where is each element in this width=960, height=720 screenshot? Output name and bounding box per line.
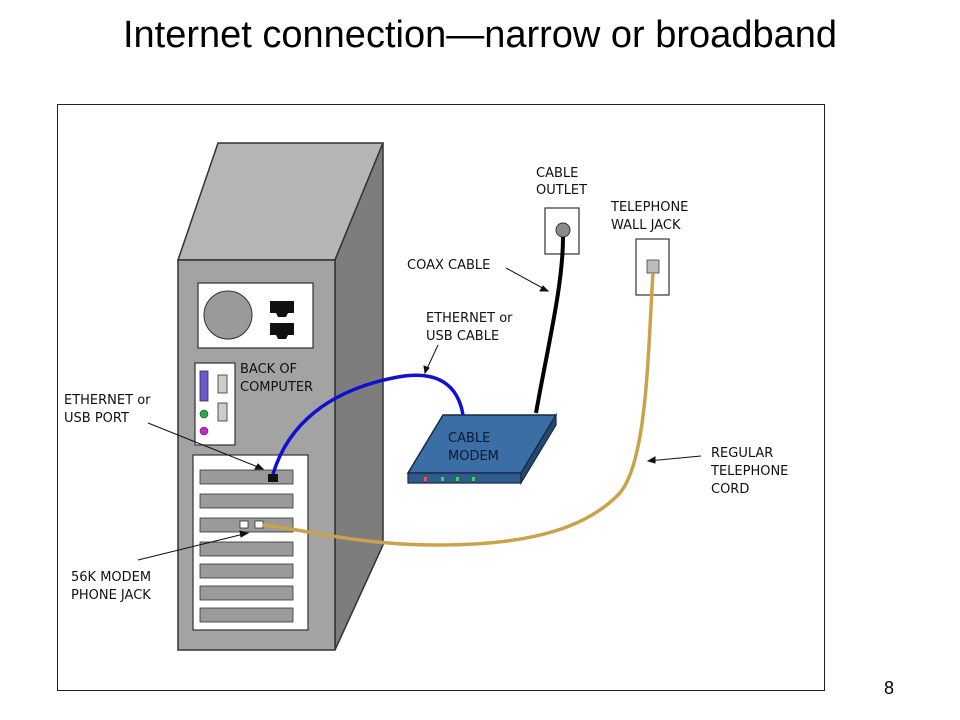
io-jack-green	[199, 409, 209, 419]
label-regular-telephone-cord: REGULAR TELEPHONE CORD	[710, 446, 793, 497]
telephone-jack-connector	[646, 259, 660, 274]
leader-arrows	[137, 267, 702, 561]
expansion-slot	[199, 563, 294, 579]
label-back-of-computer: BACK OF COMPUTER	[240, 362, 313, 395]
io-jack-pink	[199, 426, 209, 436]
expansion-slot	[199, 585, 294, 601]
expansion-slot	[199, 607, 294, 623]
label-telephone-wall-jack: TELEPHONE WALL JACK	[610, 200, 693, 233]
telephone-cord	[262, 272, 655, 547]
io-port-2	[217, 402, 228, 422]
psu-socket-2	[270, 323, 294, 339]
modem-led	[424, 477, 427, 481]
arrow-phone-cord-head	[646, 456, 656, 464]
usb-ethernet-cable	[271, 373, 465, 475]
modem-phone-jack-icon-1	[239, 520, 249, 529]
modem-led	[472, 477, 475, 481]
cable-outlet-connector	[555, 222, 571, 238]
computer-tower	[176, 142, 385, 651]
arrow-coax-head	[539, 285, 550, 292]
internet-connection-diagram: CABLE OUTLET TELEPHONE WALL JACK COAX CA…	[57, 104, 825, 691]
diagram-canvas: CABLE OUTLET TELEPHONE WALL JACK COAX CA…	[64, 142, 793, 651]
modem-led	[441, 477, 444, 481]
modem-side	[520, 412, 557, 486]
ethernet-usb-port-icon	[268, 474, 278, 482]
psu-fan	[203, 290, 253, 340]
label-modem-phone-jack: 56K MODEM PHONE JACK	[71, 570, 155, 603]
label-coax-cable: COAX CABLE	[407, 258, 490, 273]
slide-number: 8	[884, 678, 895, 698]
modem-phone-jack-icon-2	[254, 520, 264, 529]
expansion-slot	[199, 541, 294, 557]
label-ethernet-usb-port: ETHERNET or USB PORT	[64, 393, 155, 426]
expansion-slot	[199, 493, 294, 509]
arrow-usb-port	[147, 422, 264, 470]
expansion-slot	[199, 469, 294, 485]
slide-title: Internet connection—narrow or broadband	[122, 14, 837, 56]
cable-modem	[406, 412, 558, 486]
label-cable-modem: CABLE MODEM	[448, 431, 499, 464]
arrow-usb-cable-head	[423, 365, 430, 375]
psu-socket-1	[270, 301, 294, 317]
arrow-phone-cord	[647, 455, 702, 462]
arrow-modem-jack	[137, 532, 249, 561]
label-ethernet-usb-cable: ETHERNET or USB CABLE	[426, 311, 517, 344]
label-cable-outlet: CABLE OUTLET	[536, 166, 587, 198]
io-port-purple	[199, 370, 209, 402]
arrow-modem-jack-head	[239, 530, 250, 538]
io-port-1	[217, 374, 228, 394]
arrow-coax	[505, 267, 549, 292]
modem-led	[456, 477, 459, 481]
coax-cable	[534, 236, 565, 414]
arrow-usb-port-head	[254, 463, 265, 470]
